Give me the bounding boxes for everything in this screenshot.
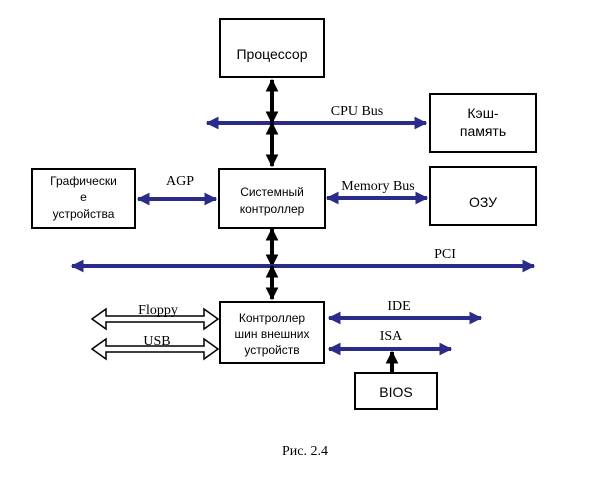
graphics-label-line2: е	[80, 190, 87, 204]
floppy-label: Floppy	[138, 303, 178, 318]
system-controller-label-line2: контроллер	[240, 202, 305, 216]
system-controller-node: Системный контроллер	[218, 168, 326, 229]
pci-label: PCI	[434, 247, 456, 262]
cpu-node: Процессор	[219, 18, 325, 78]
isa-label: ISA	[380, 329, 403, 344]
bios-node: BIOS	[354, 372, 438, 410]
graphics-node: Графически е устройства	[31, 168, 136, 229]
graphics-label-line3: устройства	[53, 207, 115, 221]
io-controller-label-line3: устройств	[244, 343, 299, 357]
ram-node: ОЗУ	[429, 166, 537, 226]
ram-label: ОЗУ	[469, 194, 497, 210]
cache-label-line1: Кэш-	[467, 105, 499, 121]
bios-label: BIOS	[379, 384, 412, 400]
io-controller-node: Контроллер шин внешних устройств	[219, 301, 325, 364]
agp-label: AGP	[166, 174, 194, 189]
cache-label-line2: память	[460, 123, 506, 139]
cache-node: Кэш- память	[429, 93, 537, 153]
ide-label: IDE	[387, 299, 410, 314]
usb-label: USB	[143, 334, 170, 349]
cpu-label: Процессор	[236, 46, 307, 62]
io-controller-label-line1: Контроллер	[239, 311, 306, 325]
system-controller-label-line1: Системный	[240, 185, 304, 199]
figure-caption: Рис. 2.4	[282, 444, 328, 459]
graphics-label-line1: Графически	[50, 174, 117, 188]
cpu-bus-label: CPU Bus	[331, 104, 384, 119]
usb-link-arrow	[90, 337, 220, 361]
floppy-link-arrow	[90, 307, 220, 331]
memory-bus-label: Memory Bus	[341, 179, 415, 194]
io-controller-label-line2: шин внешних	[235, 327, 310, 341]
